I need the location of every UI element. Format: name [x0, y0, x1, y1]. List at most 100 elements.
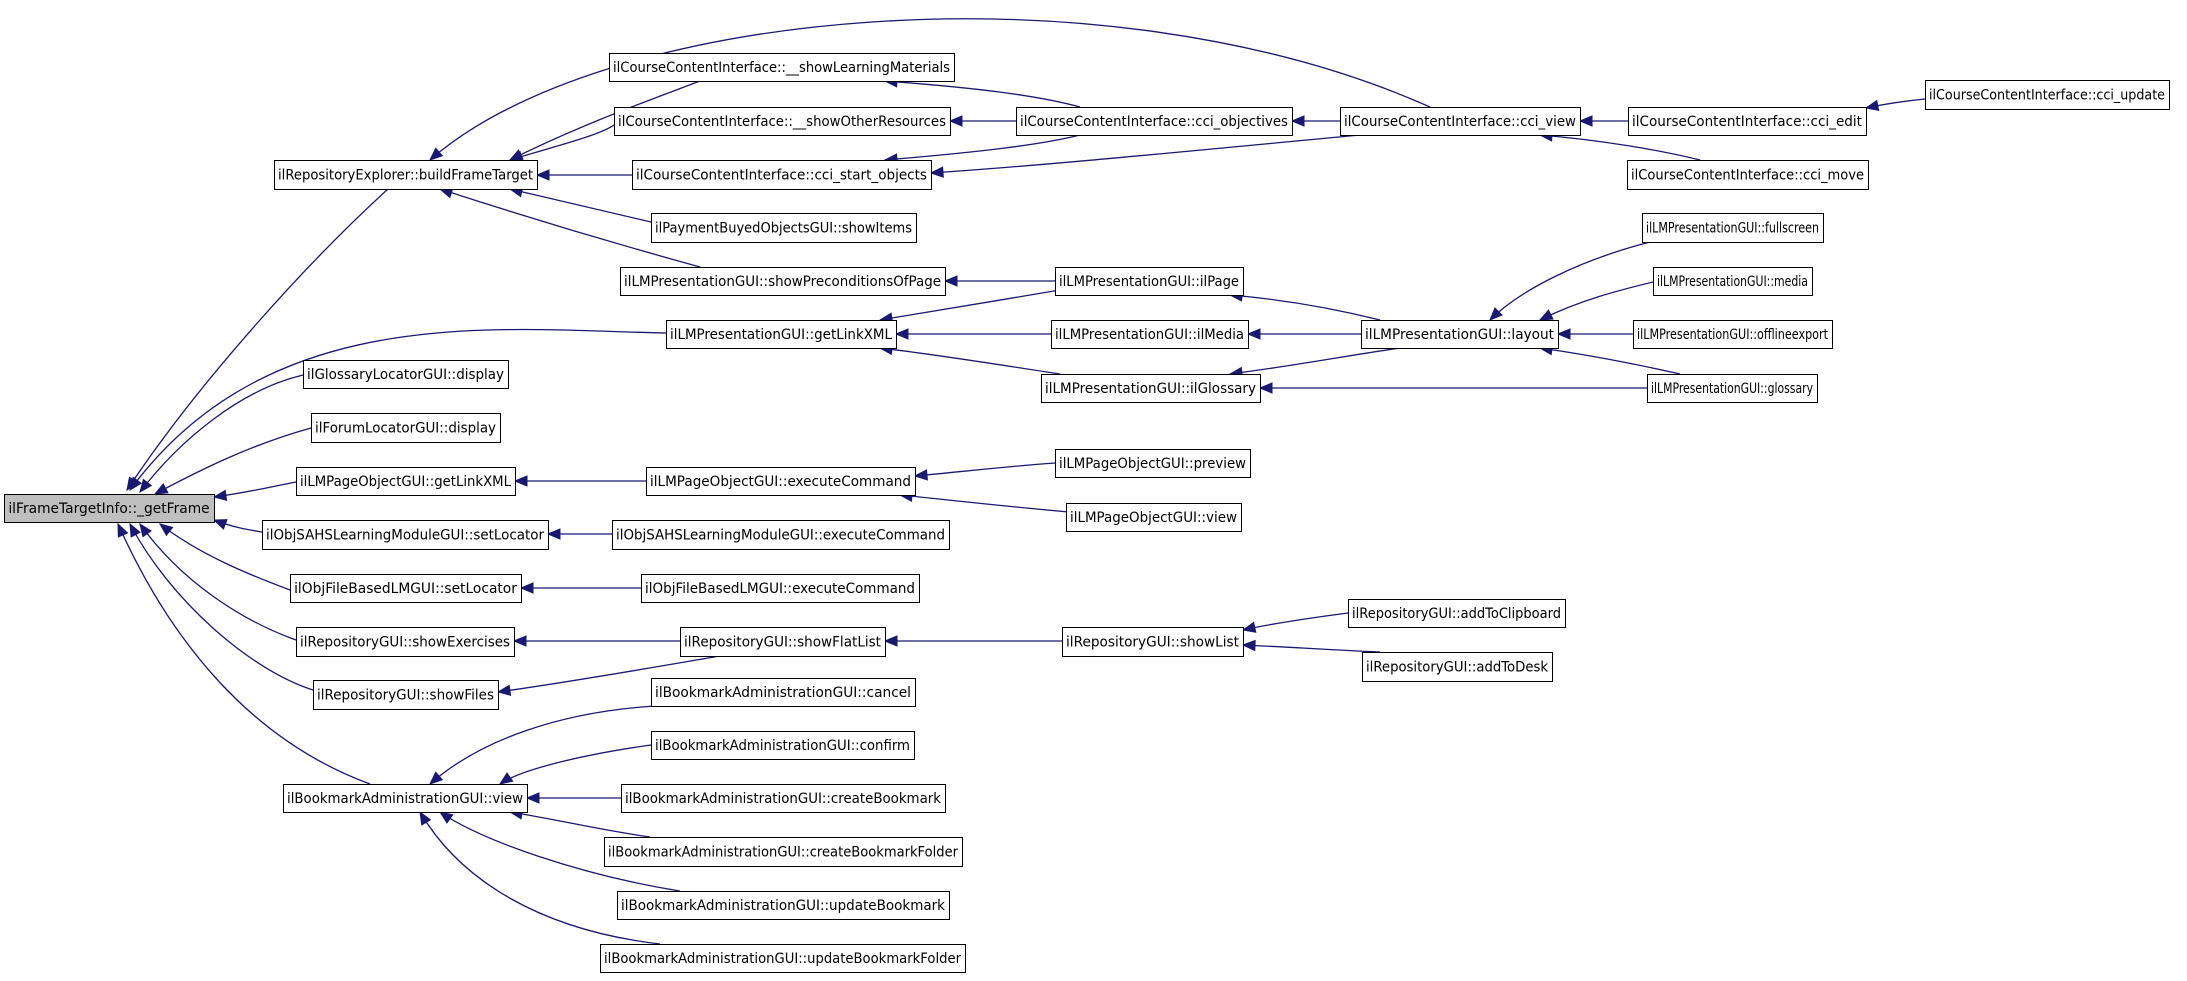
edge-line: [139, 523, 297, 641]
node-n21[interactable]: ilGlossaryLocatorGUI::display: [303, 360, 509, 389]
node-n10[interactable]: ilCourseContentInterface::cci_move: [1627, 160, 1869, 190]
arrowhead: [1864, 99, 1880, 112]
arrowhead: [929, 166, 944, 178]
edge-line: [439, 811, 681, 892]
edge-n3-to-n1: [508, 124, 615, 162]
node-n42[interactable]: ilBookmarkAdministrationGUI::updateBookm…: [617, 891, 950, 920]
node-label: ilCourseContentInterface::cci_objectives: [1020, 114, 1288, 130]
edges-layer: [117, 18, 1926, 945]
node-box: [600, 944, 966, 973]
node-box: [1041, 374, 1261, 403]
node-label: ilCourseContentInterface::__showOtherRes…: [618, 114, 946, 130]
edge-line: [509, 811, 651, 838]
node-n3[interactable]: ilCourseContentInterface::__showOtherRes…: [614, 107, 951, 136]
node-n13[interactable]: ilLMPresentationGUI::ilPage: [1055, 267, 1244, 296]
edge-line: [497, 655, 721, 693]
node-n4[interactable]: ilCourseContentInterface::cci_start_obje…: [632, 160, 932, 190]
edge-n30-to-n29: [519, 582, 642, 594]
node-n36[interactable]: ilRepositoryGUI::addToDesk: [1362, 652, 1553, 682]
node-label: ilLMPresentationGUI::fullscreen: [1646, 221, 1819, 237]
node-n12[interactable]: ilLMPresentationGUI::getLinkXML: [666, 320, 897, 349]
node-n33[interactable]: ilRepositoryGUI::showFlatList: [680, 627, 886, 657]
edge-n1-to-n0: [126, 188, 389, 492]
node-label: ilBookmarkAdministrationGUI::confirm: [655, 738, 910, 754]
node-box: [621, 784, 946, 813]
node-n18[interactable]: ilLMPresentationGUI::media: [1653, 267, 1813, 296]
node-n2[interactable]: ilCourseContentInterface::__showLearning…: [609, 53, 955, 82]
node-n16[interactable]: ilLMPresentationGUI::layout: [1361, 320, 1559, 349]
node-n11[interactable]: ilCourseContentInterface::cci_update: [1925, 80, 2170, 110]
node-n15[interactable]: ilLMPresentationGUI::ilGlossary: [1041, 374, 1261, 403]
arrowhead: [117, 522, 129, 538]
edge-n40-to-n37: [525, 792, 622, 804]
edge-line: [1539, 347, 1681, 375]
node-n27[interactable]: ilObjSAHSLearningModuleGUI::setLocator: [262, 520, 549, 550]
node-n17[interactable]: ilLMPresentationGUI::fullscreen: [1642, 213, 1824, 243]
node-n6[interactable]: ilLMPresentationGUI::showPreconditionsOf…: [620, 267, 946, 296]
node-box: [296, 627, 515, 657]
arrowhead: [1241, 621, 1257, 633]
edge-n36-to-n34: [1241, 639, 1381, 653]
node-n31[interactable]: ilRepositoryGUI::showExercises: [296, 627, 515, 657]
node-n5[interactable]: ilPaymentBuyedObjectsGUI::showItems: [651, 213, 917, 243]
edge-line: [1229, 347, 1401, 375]
node-n38[interactable]: ilBookmarkAdministrationGUI::cancel: [651, 678, 916, 707]
edge-n26-to-n24: [898, 490, 1081, 514]
node-box: [1062, 627, 1244, 657]
node-box: [1340, 107, 1581, 136]
edge-n23-to-n0: [212, 481, 297, 501]
node-n32[interactable]: ilRepositoryGUI::showFiles: [313, 680, 499, 710]
edge-line: [117, 523, 371, 785]
node-n37[interactable]: ilBookmarkAdministrationGUI::view: [283, 784, 528, 813]
node-n19[interactable]: ilLMPresentationGUI::offlineexport: [1633, 320, 1833, 349]
node-n22[interactable]: ilForumLocatorGUI::display: [311, 413, 501, 443]
node-n41[interactable]: ilBookmarkAdministrationGUI::createBookm…: [604, 837, 963, 867]
node-label: ilPaymentBuyedObjectsGUI::showItems: [655, 221, 912, 237]
edge-n16-to-n13: [1228, 290, 1381, 321]
node-label: ilBookmarkAdministrationGUI::cancel: [655, 685, 911, 701]
node-label: ilRepositoryExplorer::buildFrameTarget: [278, 168, 534, 184]
edge-line: [1489, 241, 1651, 321]
node-box: [651, 678, 916, 707]
edge-n20-to-n16: [1538, 344, 1681, 375]
edge-line: [879, 347, 1061, 375]
node-n1[interactable]: ilRepositoryExplorer::buildFrameTarget: [274, 160, 538, 190]
node-n25[interactable]: ilLMPageObjectGUI::preview: [1055, 449, 1251, 478]
edge-line: [509, 80, 701, 161]
node-n43[interactable]: ilBookmarkAdministrationGUI::updateBookm…: [600, 944, 966, 973]
node-n29[interactable]: ilObjFileBasedLMGUI::setLocator: [290, 574, 522, 603]
node-n35[interactable]: ilRepositoryGUI::addToClipboard: [1348, 599, 1566, 628]
node-n14[interactable]: ilLMPresentationGUI::ilMedia: [1051, 320, 1249, 349]
root-node-box: [4, 494, 215, 523]
edge-n25-to-n24: [913, 462, 1056, 481]
node-n28[interactable]: ilObjSAHSLearningModuleGUI::executeComma…: [612, 520, 950, 550]
node-box: [651, 213, 917, 243]
edge-line: [499, 744, 652, 785]
node-label: ilLMPresentationGUI::offlineexport: [1637, 327, 1828, 343]
edge-n7-to-n4: [883, 134, 1081, 165]
node-n34[interactable]: ilRepositoryGUI::showList: [1062, 627, 1244, 657]
node-n39[interactable]: ilBookmarkAdministrationGUI::confirm: [651, 731, 915, 760]
edge-n19-to-n16: [1556, 328, 1633, 340]
node-n8[interactable]: ilCourseContentInterface::cci_view: [1340, 107, 1581, 136]
node-label: ilRepositoryGUI::showFlatList: [684, 635, 882, 651]
node-n40[interactable]: ilBookmarkAdministrationGUI::createBookm…: [621, 784, 946, 813]
arrowhead: [525, 792, 540, 804]
node-n7[interactable]: ilCourseContentInterface::cci_objectives: [1016, 107, 1293, 136]
node-n20[interactable]: ilLMPresentationGUI::glossary: [1647, 374, 1818, 403]
arrowhead: [429, 147, 444, 161]
node-n23[interactable]: ilLMPageObjectGUI::getLinkXML: [296, 467, 516, 496]
edge-n39-to-n37: [498, 744, 652, 785]
node-n0[interactable]: ilFrameTargetInfo::_getFrame: [4, 494, 215, 523]
edge-n42-to-n37: [438, 811, 681, 892]
node-n24[interactable]: ilLMPageObjectGUI::executeCommand: [646, 467, 916, 496]
arrowhead: [498, 772, 514, 785]
edge-n8-to-n4: [929, 134, 1361, 178]
edge-line: [509, 188, 652, 223]
node-n30[interactable]: ilObjFileBasedLMGUI::executeCommand: [641, 574, 920, 603]
edge-n17-to-n16: [1489, 241, 1651, 321]
node-n26[interactable]: ilLMPageObjectGUI::view: [1066, 503, 1242, 532]
node-n9[interactable]: ilCourseContentInterface::cci_edit: [1628, 107, 1867, 136]
edge-line: [1539, 281, 1654, 321]
